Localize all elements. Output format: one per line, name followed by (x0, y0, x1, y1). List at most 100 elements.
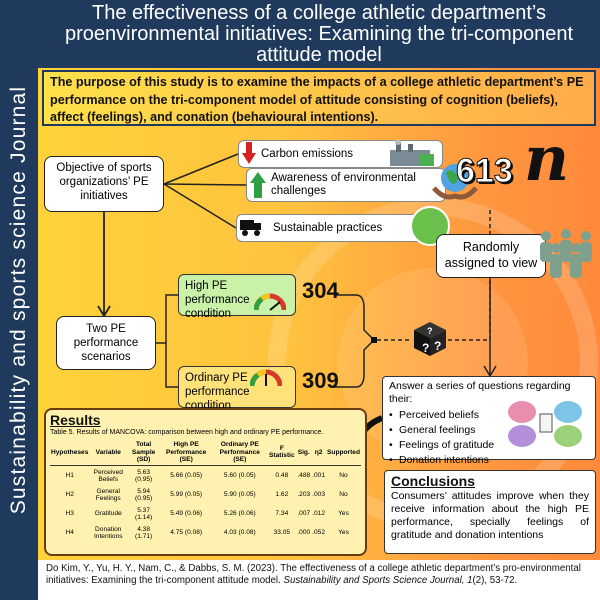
table-cell: 1.62 (275, 491, 289, 499)
table-cell: .001 (312, 472, 326, 480)
table-cell: 4.03 (0.08) (223, 529, 256, 537)
table-cell: 33.05 (273, 529, 291, 537)
sample-size-symbol: n (524, 122, 570, 195)
table-cell: H3 (65, 510, 74, 518)
table-cell: 4.75 (0.08) (170, 529, 203, 537)
citation-issue-pages: (2), 53-72. (472, 574, 518, 586)
recycling-truck-icon (240, 220, 261, 236)
table-cell: .488 (297, 472, 311, 480)
column-header: Supported (326, 440, 361, 466)
table-cell: .007 (297, 510, 311, 518)
high-pe-count: 304 (302, 278, 339, 303)
ordinary-pe-label: Ordinary PE performance condition (185, 372, 250, 412)
svg-text:?: ? (422, 341, 429, 355)
citation-journal: Sustainability and Sports Science Journa… (283, 574, 465, 586)
table-cell: 5.90 (0.05) (223, 491, 256, 499)
two-pe-scenarios-box: Two PE performance scenarios (56, 316, 156, 370)
main-panel: The purpose of this study is to examine … (38, 68, 600, 560)
table-cell: 5.49 (0.06) (170, 510, 203, 518)
table-row: H2 General Feelings 5.94 (0.95) 5.99 (0.… (50, 485, 361, 504)
arrow-up-icon (250, 172, 266, 198)
factory-icon (390, 140, 434, 166)
table-cell: 5.37 (1.14) (135, 506, 153, 522)
table-cell: 5.60 (0.05) (223, 472, 256, 480)
svg-text:?: ? (434, 339, 441, 353)
objective-item-label: Awareness of environmental challenges (271, 172, 416, 197)
table-cell: Yes (338, 529, 349, 537)
table-row: H3 Gratitude 5.37 (1.14) 5.49 (0.06) 5.2… (50, 504, 361, 523)
conclusions-title: Conclusions (391, 473, 476, 489)
mystery-box-icon: ? ? ? (414, 322, 446, 356)
table-cell: 5.26 (0.06) (223, 510, 256, 518)
high-pe-label: High PE performance condition (185, 280, 250, 320)
table-cell: 5.63 (0.95) (135, 468, 153, 484)
conclusions-text: Consumers’ attitudes improve when they r… (391, 490, 589, 541)
table-cell: General Feelings (95, 487, 121, 503)
ordinary-pe-count: 309 (302, 368, 339, 393)
conclusions-panel: Conclusions Consumers’ attitudes improve… (384, 470, 596, 554)
column-header: F Statistic (267, 440, 297, 466)
randomly-assigned-box: Randomly assigned to view (436, 234, 546, 278)
table-cell: .012 (312, 510, 326, 518)
objective-box: Objective of sports organizations’ PE in… (44, 156, 164, 212)
gauge-high-icon (254, 293, 286, 311)
list-item: Feelings of gratitude (389, 439, 589, 452)
table-cell: .000 (297, 529, 311, 537)
table-cell: 7.34 (275, 510, 289, 518)
column-header: Total Sample (SD) (127, 440, 161, 466)
column-header: Variable (89, 440, 128, 466)
table-header-row: Hypotheses Variable Total Sample (SD) Hi… (50, 440, 361, 466)
table-cell: 5.94 (0.95) (135, 487, 153, 503)
table-cell: No (339, 491, 348, 499)
brain-questionnaire-icon (508, 401, 582, 447)
table-cell: Perceived Beliefs (93, 468, 123, 484)
globe-hands-icon (432, 164, 478, 200)
table-cell: .203 (297, 491, 311, 499)
side-bar: Sustainability and sports science Journa… (0, 0, 38, 600)
header-title: The effectiveness of a college athletic … (38, 0, 600, 68)
results-panel: Results Table 5. Results of MANCOVA: com… (44, 408, 367, 556)
side-journal-title: Sustainability and sports science Journa… (7, 85, 30, 515)
column-header: Hypotheses (50, 440, 90, 466)
arrow-down-icon (242, 142, 256, 164)
column-header: High PE Performance (SE) (160, 440, 213, 466)
column-header: η2 (311, 440, 327, 466)
crowd-icon (540, 229, 592, 278)
table-cell: 5.66 (0.05) (170, 472, 203, 480)
citation-text: Do Kim, Y., Yu, H. Y., Nam, C., & Dabbs,… (46, 563, 581, 586)
objective-item-label: Sustainable practices (273, 221, 383, 234)
table-row: H1 Perceived Beliefs 5.63 (0.95) 5.66 (0… (50, 465, 361, 485)
table-row: H4 Donation Intentions 4.38 (1.71) 4.75 … (50, 523, 361, 542)
table-caption: Table 5. Results of MANCOVA: comparison … (50, 429, 324, 436)
answer-list: Perceived beliefs General feelings Feeli… (389, 409, 589, 467)
table-cell: .003 (312, 491, 326, 499)
list-item: General feelings (389, 424, 589, 437)
list-item: Perceived beliefs (389, 409, 589, 422)
table-cell: No (339, 472, 348, 480)
answer-title: Answer a series of questions regarding t… (389, 380, 571, 405)
table-cell: H4 (65, 529, 74, 537)
table-cell: 0.48 (275, 472, 289, 480)
table-cell: H1 (65, 472, 74, 480)
svg-text:?: ? (427, 326, 433, 336)
awareness-item: Awareness of environmental challenges (246, 168, 446, 202)
gauge-ordinary-icon (250, 369, 282, 387)
sample-size-number: 613 (456, 152, 514, 191)
table-cell: H2 (65, 491, 74, 499)
column-header: Ordinary PE Performance (SE) (212, 440, 268, 466)
sustainable-practices-item: Sustainable practices (236, 214, 441, 242)
results-table: Hypotheses Variable Total Sample (SD) Hi… (50, 440, 361, 542)
table-cell: 5.99 (0.05) (170, 491, 203, 499)
table-cell: 4.38 (1.71) (135, 525, 153, 541)
results-title: Results (50, 412, 101, 428)
column-header: Sig. (296, 440, 312, 466)
objective-item-label: Carbon emissions (261, 147, 354, 160)
citation-volume: 1 (467, 574, 473, 586)
list-item: Donation intentions (389, 454, 589, 467)
citation-footer: Do Kim, Y., Yu, H. Y., Nam, C., & Dabbs,… (38, 560, 600, 600)
table-cell: Donation Intentions (93, 525, 123, 541)
table-cell: Yes (338, 510, 349, 518)
table-cell: Gratitude (94, 510, 122, 518)
table-cell: .052 (312, 529, 326, 537)
purpose-statement: The purpose of this study is to examine … (42, 70, 596, 126)
